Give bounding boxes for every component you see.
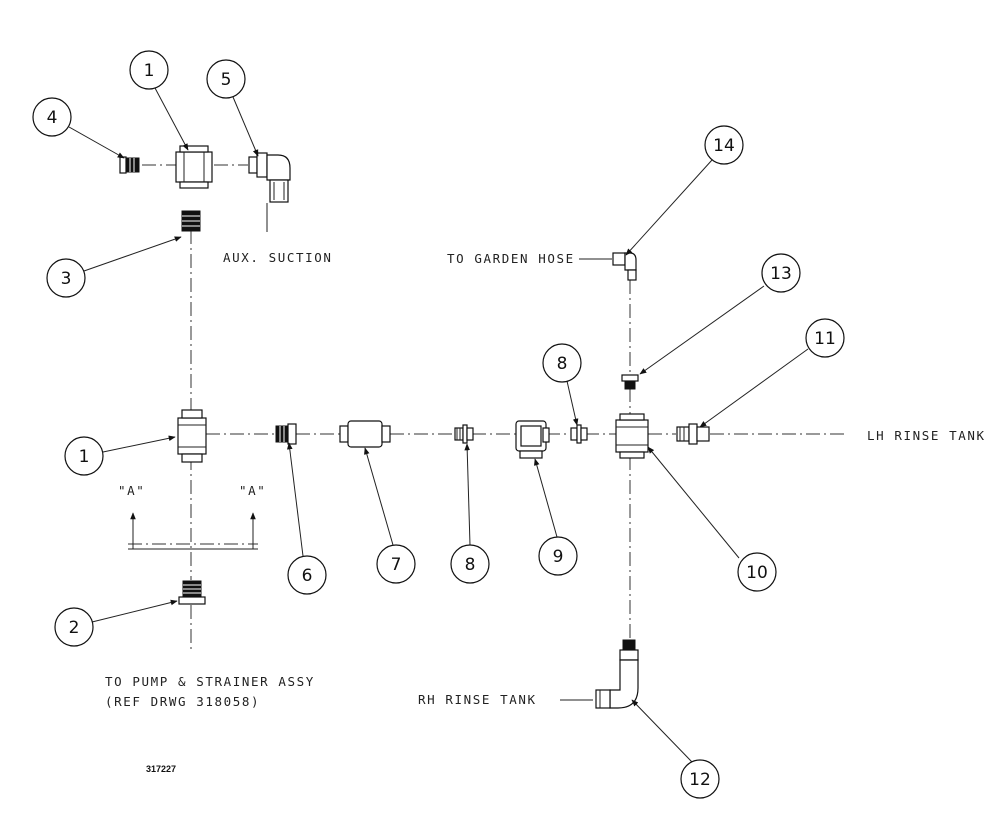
part-14-elbow[interactable]: [612, 252, 637, 281]
callout-1-top[interactable]: 1: [129, 50, 169, 90]
part-4-plug[interactable]: [119, 156, 140, 174]
part-11-fitting[interactable]: [676, 423, 710, 445]
svg-text:1: 1: [79, 447, 90, 467]
label-to-pump-line2: (REF DRWG 318058): [105, 694, 260, 709]
callout-12[interactable]: 12: [680, 759, 720, 799]
label-aux-suction: AUX. SUCTION: [223, 250, 333, 265]
part-7-valve[interactable]: [339, 420, 391, 448]
svg-text:10: 10: [746, 563, 768, 583]
label-section-a-right: "A": [239, 483, 266, 498]
svg-text:11: 11: [814, 329, 836, 349]
callout-9[interactable]: 9: [538, 536, 578, 576]
callout-6[interactable]: 6: [287, 555, 327, 595]
callout-11[interactable]: 11: [805, 318, 845, 358]
part-8-fitting-left[interactable]: [454, 424, 474, 444]
part-2-adapter[interactable]: [178, 580, 206, 605]
label-to-pump-line1: TO PUMP & STRAINER ASSY: [105, 674, 315, 689]
svg-text:5: 5: [221, 70, 232, 90]
part-10-cross[interactable]: [615, 413, 649, 459]
label-leaders: [266, 203, 612, 701]
part-3-nipple[interactable]: [181, 210, 201, 232]
svg-text:3: 3: [61, 269, 72, 289]
svg-text:13: 13: [770, 264, 792, 284]
svg-text:8: 8: [557, 354, 568, 374]
label-to-garden-hose: TO GARDEN HOSE: [447, 251, 575, 266]
centerlines: [128, 164, 848, 650]
callout-4[interactable]: 4: [32, 97, 72, 137]
svg-text:4: 4: [47, 108, 58, 128]
part-1-tee-mid[interactable]: [177, 409, 207, 463]
callout-3[interactable]: 3: [46, 258, 86, 298]
svg-text:9: 9: [553, 547, 564, 567]
label-rh-rinse-tank: RH RINSE TANK: [418, 692, 537, 707]
part-6-bushing[interactable]: [275, 423, 297, 445]
callout-1-mid[interactable]: 1: [64, 436, 104, 476]
drawing-number: 317227: [146, 764, 176, 774]
svg-text:2: 2: [69, 618, 80, 638]
part-13-plug[interactable]: [621, 374, 639, 390]
section-a-marker: [128, 512, 258, 550]
part-12-elbow[interactable]: [595, 639, 639, 709]
svg-text:14: 14: [713, 136, 735, 156]
svg-text:6: 6: [302, 566, 313, 586]
part-1-tee-top[interactable]: [175, 145, 213, 189]
callout-leaders: [68, 87, 809, 763]
callout-13[interactable]: 13: [761, 253, 801, 293]
label-section-a-left: "A": [118, 483, 145, 498]
callout-8-bottom[interactable]: 8: [450, 544, 490, 584]
callout-10[interactable]: 10: [737, 552, 777, 592]
callout-8-top[interactable]: 8: [542, 343, 582, 383]
svg-text:8: 8: [465, 555, 476, 575]
part-9-strainer[interactable]: [515, 420, 550, 459]
callout-2[interactable]: 2: [54, 607, 94, 647]
svg-text:7: 7: [391, 555, 402, 575]
svg-text:12: 12: [689, 770, 711, 790]
part-5-elbow[interactable]: [248, 152, 291, 203]
callout-14[interactable]: 14: [704, 125, 744, 165]
callout-7[interactable]: 7: [376, 544, 416, 584]
part-8-fitting-right[interactable]: [570, 424, 588, 444]
callout-5[interactable]: 5: [206, 59, 246, 99]
svg-text:1: 1: [144, 61, 155, 81]
label-lh-rinse-tank: LH RINSE TANK: [867, 428, 986, 443]
